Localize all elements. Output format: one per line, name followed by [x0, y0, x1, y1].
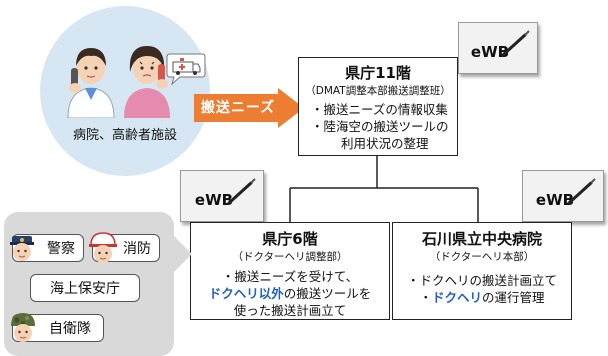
node-prefecture-11f: 県庁11階 （DMAT調整本部搬送調整班） ・搬送ニーズの情報収集 ・陸海空の搬… [298, 57, 458, 156]
ewb-label: eWB [470, 43, 510, 61]
soldier-icon [11, 313, 35, 342]
agency-label: 自衛隊 [49, 321, 91, 337]
agency-label: 海上保安庁 [50, 281, 120, 297]
doctor-icon [67, 48, 115, 118]
requesters-circle [40, 6, 210, 176]
node-line: 使った搬送計画立て [233, 303, 347, 318]
node-line-highlight: ・ドクヘリの運行管理 [393, 289, 571, 306]
ambulance-bubble-icon [166, 53, 206, 86]
ewb-tablet-heli-hq: eWB [180, 170, 264, 222]
node-line: ・ドクヘリの搬送計画立て [406, 273, 557, 288]
node-line-prefix: ・ [419, 290, 432, 305]
agency-coast-guard: 海上保安庁 [30, 274, 140, 302]
node-line-rest: の搬送ツールを [283, 286, 372, 301]
node-subtitle: （ドクターヘリ本部） [429, 251, 535, 263]
agencies-pointer [170, 232, 192, 276]
agency-label: 警察 [47, 241, 75, 257]
ewb-label: eWB [535, 191, 575, 209]
node-line: ・搬送ニーズの情報収集 [311, 102, 448, 117]
requesters-label: 病院、高齢者施設 [72, 128, 177, 143]
highlight-text: ドクヘリ [431, 290, 482, 305]
nurse-icon [124, 46, 170, 118]
node-subtitle: （ドクターヘリ調整部） [232, 251, 348, 263]
node-title: 石川県立中央病院 [421, 230, 542, 248]
police-officer-icon [10, 236, 34, 261]
ewb-tablet-hq: eWB [458, 22, 538, 74]
node-line: 利用状況の整理 [341, 136, 429, 151]
node-line-rest: の運行管理 [482, 290, 545, 305]
node-title: 県庁11階 [345, 64, 411, 82]
node-line-highlight: ドクヘリ以外の搬送ツールを [191, 285, 389, 302]
firefighter-icon [89, 232, 117, 263]
node-line: ・搬送ニーズを受けて、 [221, 269, 359, 284]
agency-label: 消防 [123, 241, 151, 257]
node-central-hospital: 石川県立中央病院 （ドクターヘリ本部） ・ドクヘリの搬送計画立て ・ドクヘリの運… [392, 222, 572, 320]
ewb-tablet-hospital: eWB [522, 170, 604, 222]
pen-icon [501, 30, 530, 57]
pen-icon [567, 178, 596, 205]
transport-needs-arrow [194, 88, 304, 128]
node-prefecture-6f: 県庁6階 （ドクターヘリ調整部） ・搬送ニーズを受けて、 ドクヘリ以外の搬送ツー… [190, 222, 390, 320]
transport-needs-label: 搬送ニーズ [200, 100, 276, 116]
node-title: 県庁6階 [262, 230, 318, 248]
pen-icon [227, 178, 256, 205]
node-line: ・陸海空の搬送ツールの [311, 119, 449, 134]
highlight-text: ドクヘリ以外 [208, 286, 284, 301]
ewb-label: eWB [194, 191, 234, 209]
node-subtitle: （DMAT調整本部搬送調整班） [305, 85, 451, 97]
